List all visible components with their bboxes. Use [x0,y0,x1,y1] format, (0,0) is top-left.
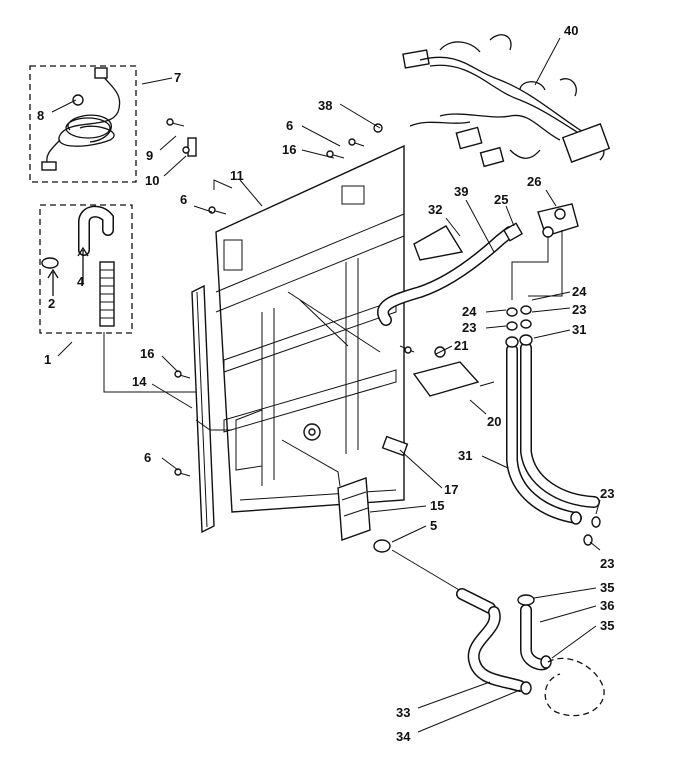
callout-31-mid: 31 [458,448,472,463]
callout-38: 38 [318,98,332,113]
callout-9: 9 [146,148,153,163]
callout-23-upper: 23 [600,486,614,501]
callout-17: 17 [444,482,458,497]
callout-labels: 40 7 8 9 10 38 6 16 11 6 26 39 25 32 4 2… [37,23,614,744]
callout-24-left: 24 [462,304,477,319]
callout-14: 14 [132,374,147,389]
callout-10: 10 [145,173,159,188]
drain-hose-kit [39,204,133,334]
callout-35-bottom: 35 [600,618,614,633]
callout-6-top: 6 [286,118,293,133]
callout-33: 33 [396,705,410,720]
wiring-harness [402,34,611,168]
callout-7: 7 [174,70,181,85]
screws [166,118,383,477]
callout-26: 26 [527,174,541,189]
hose-bracket [377,222,524,326]
drain-hose [391,549,605,717]
inlet-hoses [505,305,601,546]
callout-25: 25 [494,192,508,207]
callout-6-left: 6 [180,192,187,207]
callout-6-bottom: 6 [144,450,151,465]
callout-15: 15 [430,498,444,513]
callout-1: 1 [44,352,51,367]
callout-34: 34 [396,729,411,744]
rear-panel [215,144,405,513]
power-cord-kit [29,65,137,183]
water-valve [511,203,579,300]
callout-2: 2 [48,296,55,311]
callout-31-top: 31 [572,322,586,337]
callout-5: 5 [430,518,437,533]
leader-lines [51,77,601,733]
callout-20: 20 [487,414,501,429]
callout-24-right: 24 [572,284,587,299]
callout-23-left: 23 [462,320,476,335]
callout-23-right: 23 [572,302,586,317]
callout-11: 11 [230,168,244,183]
callout-32: 32 [428,202,442,217]
callout-40: 40 [564,23,578,38]
callout-39: 39 [454,184,468,199]
callout-16-left: 16 [140,346,154,361]
callout-4: 4 [77,274,85,289]
callout-36: 36 [600,598,614,613]
callout-16-top: 16 [282,142,296,157]
callout-23-lower: 23 [600,556,614,571]
side-panel [191,284,215,534]
callout-8: 8 [37,108,44,123]
callout-21: 21 [454,338,468,353]
callout-35-top: 35 [600,580,614,595]
drain-pump [281,435,409,553]
pressure-switch [399,345,495,397]
